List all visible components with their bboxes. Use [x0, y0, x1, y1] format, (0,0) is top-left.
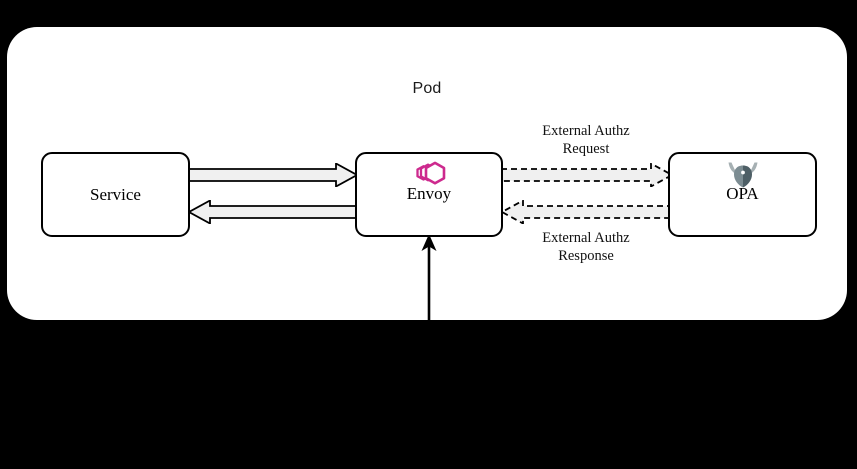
arrow-inbound-traffic	[421, 234, 437, 328]
envoy-hexagon-logo	[416, 161, 446, 185]
arrow-envoy-to-service	[188, 200, 358, 224]
arrow-opa-to-envoy	[501, 200, 673, 224]
node-opa-label: OPA	[726, 184, 759, 203]
node-envoy-label: Envoy	[406, 184, 452, 203]
node-service[interactable]: Service	[41, 152, 190, 237]
node-opa[interactable]: OPA	[668, 152, 817, 237]
edge-label-external-authz-response: External Authz Response	[542, 230, 630, 264]
node-envoy[interactable]: Envoy	[355, 152, 503, 237]
pod-title: Pod	[412, 80, 442, 97]
node-service-label: Service	[90, 185, 141, 204]
opa-horned-shield-logo	[728, 162, 757, 188]
arrow-service-to-envoy	[188, 163, 358, 187]
edge-label-external-authz-request: External Authz Request	[542, 123, 630, 157]
arrow-envoy-to-opa	[501, 163, 673, 187]
